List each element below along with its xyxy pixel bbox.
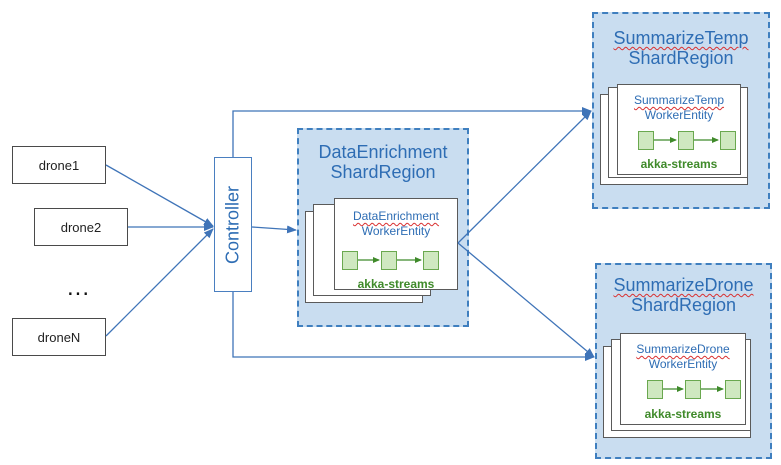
controller-box: Controller	[214, 157, 252, 292]
worker-entity-line2: WorkerEntity	[361, 224, 431, 238]
ellipsis: ...	[67, 274, 91, 301]
stream-stage-3	[725, 380, 741, 399]
worker-entity-title: SummarizeDrone WorkerEntity	[621, 342, 745, 372]
worker-entity-title: DataEnrichment WorkerEntity	[335, 209, 457, 239]
stream-stage-3	[720, 131, 736, 150]
worker-entity-card: DataEnrichment WorkerEntity akka-streams	[334, 198, 458, 291]
stream-stage-2	[678, 131, 694, 150]
region-title-line2: ShardRegion	[630, 295, 737, 315]
edge-controller-summarize-drone	[232, 292, 595, 361]
stream-stage-1	[647, 380, 663, 399]
worker-entity-line1: SummarizeTemp	[633, 93, 725, 107]
region-title: DataEnrichment ShardRegion	[299, 142, 467, 182]
worker-entity-card: SummarizeTemp WorkerEntity akka-streams	[617, 84, 741, 175]
stream-label: akka-streams	[640, 157, 718, 171]
region-title: SummarizeDrone ShardRegion	[597, 275, 770, 315]
region-title-line2: ShardRegion	[628, 48, 734, 68]
drone-label: drone2	[60, 219, 102, 235]
edge-controller-data-enrichment	[251, 225, 297, 234]
stream-stage-1	[342, 251, 358, 270]
region-title-line1: DataEnrichment	[318, 142, 448, 162]
drone-label: droneN	[37, 329, 81, 345]
worker-entity-title: SummarizeTemp WorkerEntity	[618, 93, 740, 123]
region-title-line1: SummarizeTemp	[613, 28, 749, 48]
edge-data-enrichment-summarize-temp	[457, 110, 592, 244]
stream-stage-1	[638, 131, 654, 150]
stream-stage-2	[381, 251, 397, 270]
drone-node-n: droneN	[12, 318, 106, 356]
edge-controller-summarize-temp	[232, 107, 592, 157]
region-title: SummarizeTemp ShardRegion	[594, 28, 768, 68]
edge-droneN-controller	[105, 228, 214, 337]
worker-entity-line1: SummarizeDrone	[636, 342, 730, 356]
worker-entity-line2: WorkerEntity	[644, 108, 714, 122]
stream-label: akka-streams	[357, 277, 435, 291]
stream-label: akka-streams	[644, 407, 722, 421]
edge-drone1-controller	[105, 164, 214, 227]
region-title-line2: ShardRegion	[330, 162, 436, 182]
worker-entity-card: SummarizeDrone WorkerEntity akka-streams	[620, 333, 746, 425]
edge-data-enrichment-summarize-drone	[457, 242, 595, 358]
worker-entity-line2: WorkerEntity	[648, 357, 718, 371]
stream-stage-2	[685, 380, 701, 399]
stream-stage-3	[423, 251, 439, 270]
worker-entity-line1: DataEnrichment	[352, 209, 440, 223]
drone-label: drone1	[38, 157, 80, 173]
drone-node-1: drone1	[12, 146, 106, 184]
region-title-line1: SummarizeDrone	[613, 275, 754, 295]
drone-node-2: drone2	[34, 208, 128, 246]
